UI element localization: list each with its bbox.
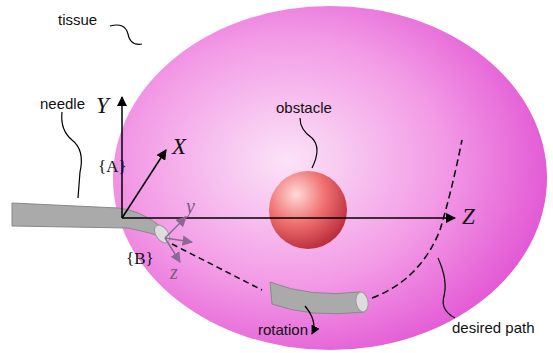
path-label: desired path — [452, 320, 535, 335]
part-label: needle — [40, 96, 85, 111]
frame-label: {B} — [126, 250, 154, 267]
axis-label: y — [186, 196, 195, 216]
region-label: tissue — [58, 12, 97, 27]
frame-label: {A} — [98, 158, 127, 175]
axis-label: Z — [462, 205, 475, 228]
part-label: obstacle — [276, 100, 332, 115]
motion-label: rotation — [258, 322, 308, 337]
axis-label: z — [170, 262, 178, 282]
obstacle-sphere — [269, 171, 347, 249]
tissue-body — [113, 6, 547, 350]
needle-shaft — [12, 203, 170, 240]
desired-path — [372, 140, 462, 298]
axis-label: X — [172, 135, 186, 158]
needle-tip — [270, 282, 364, 314]
axis-label: Y — [96, 94, 109, 117]
